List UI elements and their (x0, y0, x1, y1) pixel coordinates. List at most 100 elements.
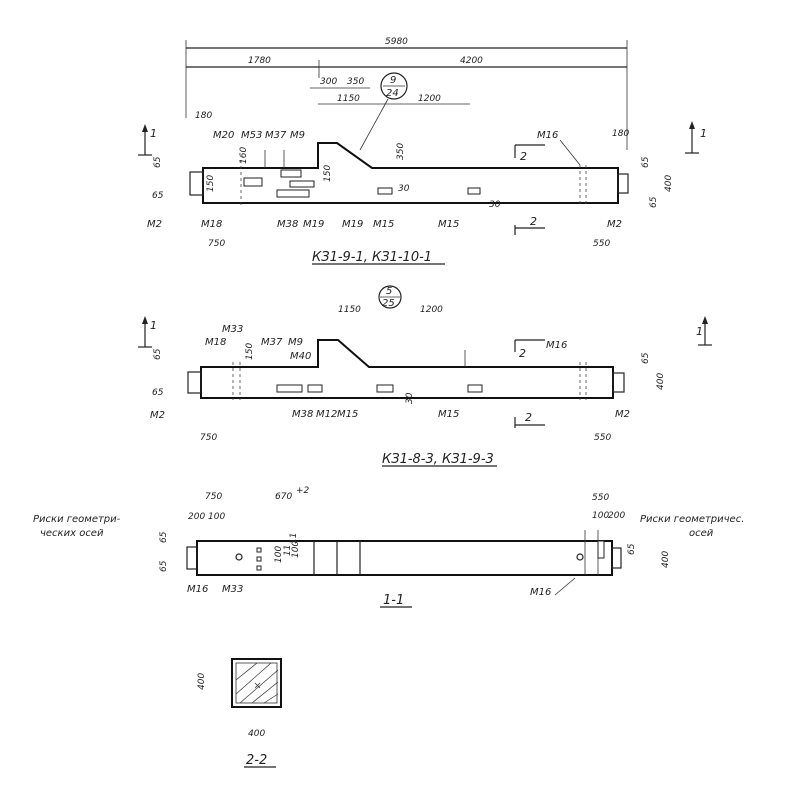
label-m18: М18 (201, 219, 222, 230)
dim-s1-200-r: 200 (608, 511, 625, 521)
dim-mid-750: 750 (200, 433, 217, 443)
label-m16: М16 (537, 130, 558, 141)
callout-mid-top: 5 (386, 286, 392, 297)
label-m9: М9 (290, 130, 305, 141)
dim-s1-400: 400 (661, 551, 671, 568)
label-mid-m2-right: М2 (615, 409, 630, 420)
label-mid-m2-left: М2 (150, 410, 165, 421)
dim-1780: 1780 (248, 56, 271, 66)
dim-mid-150: 150 (245, 343, 255, 360)
callout-mid-bottom: 25 (382, 298, 395, 309)
label-mid-m18: М18 (205, 337, 226, 348)
caption-section-2-2: 2-2 (246, 753, 267, 768)
dim-65-left-b: 65 (152, 191, 164, 201)
dim-mid-550: 550 (594, 433, 611, 443)
middle-view: 5 25 1150 1200 1 1 М33 М18 М37 М9 М40 2 … (138, 285, 712, 467)
dim-s1-100: 100 (208, 512, 225, 522)
dim-s1-11b: 11 (289, 533, 299, 544)
section-mark-2-top: 2 (520, 150, 527, 163)
dim-mid-1150: 1150 (338, 305, 361, 315)
dim-750: 750 (208, 239, 225, 249)
note-right-line2: осей (689, 528, 714, 539)
label-mid-m40: М40 (290, 351, 311, 362)
section-1-1: 750 670 +2 200 100 550 100 200 Риски гео… (33, 486, 744, 608)
label-m53: М53 (241, 130, 262, 141)
dim-s1-100-v2: 100 (291, 541, 301, 558)
label-m20: М20 (213, 130, 234, 141)
dim-150-mid: 150 (323, 165, 333, 182)
section-mark-mid-2-bottom: 2 (525, 411, 532, 424)
label-m2-right: М2 (607, 219, 622, 230)
dim-150-v: 150 (206, 175, 216, 192)
dim-65-right-a: 65 (641, 156, 651, 168)
dim-4200: 4200 (460, 56, 483, 66)
dim-1150: 1150 (337, 94, 360, 104)
label-mid-m33: М33 (222, 324, 243, 335)
dim-mid-65-b: 65 (152, 388, 164, 398)
label-mid-m37: М37 (261, 337, 283, 348)
label-s1-m16: М16 (187, 584, 208, 595)
dim-350-v: 350 (396, 143, 406, 160)
label-mid-m9: М9 (288, 337, 303, 348)
dim-s1-65-a: 65 (159, 531, 169, 543)
dim-mid-65-c: 65 (641, 352, 651, 364)
caption-section-1-1: 1-1 (383, 593, 404, 608)
dim-350: 350 (347, 77, 364, 87)
dim-550: 550 (593, 239, 610, 249)
note-left-line1: Риски геометри- (33, 514, 121, 525)
label-m37: М37 (265, 130, 287, 141)
label-s1-m16-right: М16 (530, 587, 551, 598)
section-mark-mid-2-top: 2 (519, 347, 526, 360)
callout-bottom: 24 (386, 88, 399, 99)
dim-5980: 5980 (385, 37, 408, 47)
callout-top: 9 (390, 75, 396, 86)
dim-s1-65-c: 65 (627, 543, 637, 555)
label-mid-m38: М38 (292, 409, 313, 420)
dim-mid-65-a: 65 (153, 348, 163, 360)
dim-s2-bottom: 400 (248, 729, 265, 739)
dim-s2-side: 400 (197, 673, 207, 690)
dim-s1-670-tol: +2 (296, 486, 310, 496)
dim-s1-11: 11 (283, 545, 293, 556)
label-mid-m12: М12 (316, 409, 337, 420)
label-m15-a: М15 (373, 219, 394, 230)
dim-180-right: 180 (612, 129, 629, 139)
caption-middle-view: КЗ1-8-3, КЗ1-9-3 (382, 452, 494, 467)
dim-180-left: 180 (195, 111, 212, 121)
dim-mid-1200: 1200 (420, 305, 443, 315)
label-mid-m16: М16 (546, 340, 567, 351)
dim-1200: 1200 (418, 94, 441, 104)
section-mark-1-right: 1 (700, 127, 707, 140)
label-mid-m15-a: М15 (337, 409, 358, 420)
section-2-2: 400 400 2-2 (197, 658, 282, 768)
dim-s1-100-v: 100 (274, 546, 284, 563)
caption-top-view: КЗ1-9-1, КЗ1-10-1 (312, 250, 432, 265)
dim-s1-100-r: 100 (592, 511, 609, 521)
top-view: 5980 1780 4200 300 350 1150 1200 9 24 18… (138, 37, 707, 265)
section-mark-mid-1-right: 1 (696, 325, 703, 338)
dim-s1-65-b: 65 (159, 560, 169, 572)
label-m2-left: М2 (147, 219, 162, 230)
dim-65-right-b: 65 (649, 196, 659, 208)
label-s1-m33: М33 (222, 584, 243, 595)
dim-65-left-a: 65 (153, 156, 163, 168)
label-m19-b: М19 (342, 219, 363, 230)
dim-mid-30: 30 (405, 392, 415, 404)
label-mid-m15-b: М15 (438, 409, 459, 420)
dim-400-right: 400 (664, 175, 674, 192)
label-m38: М38 (277, 219, 298, 230)
label-m15-b: М15 (438, 219, 459, 230)
dim-160: 160 (239, 147, 249, 164)
dim-s1-670: 670 (275, 492, 292, 502)
section-mark-2-bottom: 2 (530, 215, 537, 228)
section-mark-mid-1-left: 1 (150, 319, 157, 332)
dim-30: 30 (398, 184, 410, 194)
dim-300: 300 (320, 77, 337, 87)
section-mark-1-left: 1 (150, 127, 157, 140)
dim-mid-400: 400 (656, 373, 666, 390)
dim-s1-750: 750 (205, 492, 222, 502)
note-right-line1: Риски геометричес. (640, 514, 744, 525)
dim-30b: 30 (489, 200, 501, 210)
note-left-line2: ческих осей (40, 528, 104, 539)
